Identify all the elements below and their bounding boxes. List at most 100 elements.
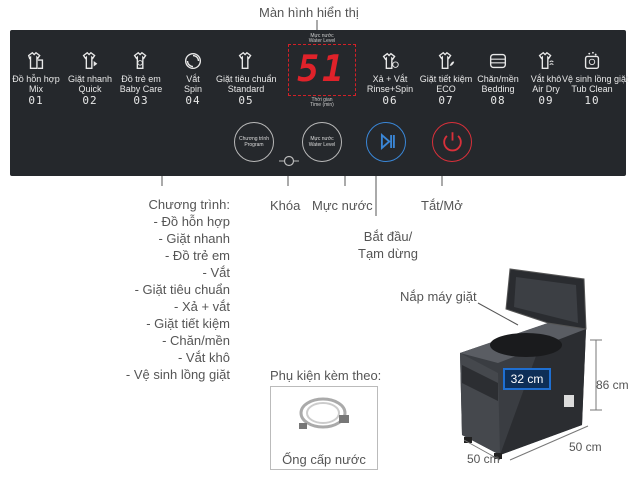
water-button-label-en: Water Level [308,142,336,148]
spin-icon [184,52,202,70]
program-list-item: - Giặt tiết kiệm [146,316,230,331]
program-button[interactable]: Chương trình Program [234,122,274,162]
program-label-en: Quick [78,84,102,94]
water-level-callout-label: Mực nước [312,198,373,213]
display-top-vi: Mực nước [310,33,334,39]
program-label-en: Spin [183,84,202,94]
program-03[interactable]: Đồ trẻ em Baby Care 03 [111,50,171,107]
program-number: 10 [584,94,600,107]
program-06[interactable]: Xả + Vắt Rinse+Spin 06 [360,50,420,107]
tub-clean-icon [584,51,600,70]
tub-diameter-badge: 32 cm [503,368,551,390]
program-02[interactable]: Giặt nhanh Quick 02 [60,50,120,107]
program-label-en: Air Dry [532,84,560,94]
program-button-label-vi: Chương trình [239,136,269,142]
display-bottom-en: Time (min) [310,102,334,108]
depth-dimension: 50 cm [467,452,500,466]
program-01[interactable]: Đồ hỗn hợp Mix 01 [6,50,66,107]
rinse-spin-icon [382,52,399,70]
program-number: 07 [438,94,454,107]
accessories-label: Phụ kiện kèm theo: [270,368,382,383]
program-label-vi: Đồ trẻ em [121,74,161,84]
program-label-en: Rinse+Spin [366,84,414,94]
program-08[interactable]: Chăn/mền Bedding 08 [468,50,528,107]
power-icon [442,132,462,152]
program-list-item: - Xả + vắt [174,299,230,314]
program-label-en: ECO [436,84,456,94]
program-05[interactable]: Giặt tiêu chuẩn Standard 05 [216,50,277,107]
program-label-vi: Giặt nhanh [67,74,113,84]
program-number: 02 [82,94,98,107]
start-pause-callout-label: Bắt đầu/ Tạm dừng [358,228,418,262]
program-list-item: - Vắt khô [177,350,230,365]
eco-icon [438,51,455,70]
quick-wash-icon [82,51,98,70]
program-label-vi: Chăn/mền [477,74,519,84]
program-label-vi: Giặt tiêu chuẩn [216,74,277,84]
program-10[interactable]: Vệ sinh lồng giặt Tub Clean 10 [562,50,629,107]
program-list-item: - Vệ sinh lồng giặt [125,367,230,382]
power-button[interactable] [432,122,472,162]
width-dimension: 50 cm [569,440,602,454]
program-number: 04 [185,94,201,107]
start-pause-label-line2: Tạm dừng [358,246,419,261]
program-number: 08 [490,94,506,107]
program-label-vi: Vệ sinh lồng giặt [562,74,629,84]
program-label-vi: Xả + Vắt [372,74,408,84]
program-number: 05 [238,94,254,107]
program-list-item: - Đồ trẻ em [164,248,230,263]
hose-label: Ống cấp nước [282,452,366,467]
lock-callout-label: Khóa [270,198,301,213]
program-04[interactable]: Vắt Spin 04 [163,50,223,107]
program-list-item: - Giặt tiêu chuẩn [134,282,230,297]
program-label-en: Baby Care [119,84,163,94]
program-label-en: Tub Clean [571,84,613,94]
display-bottom-vi: Thời gian [311,97,333,103]
standard-wash-icon [238,51,252,70]
program-number: 03 [133,94,149,107]
display-top-label: Mực nước Water Level [292,34,352,44]
display-frame [288,44,356,96]
accessory-box: Ống cấp nước [270,386,378,470]
start-pause-label-line1: Bắt đầu/ [363,229,413,244]
program-label-vi: Vắt [186,74,200,84]
control-panel: Đồ hỗn hợp Mix 01 Giặt nhanh Quick 02 Đồ… [10,30,629,176]
program-button-label-en: Program [244,142,264,148]
start-pause-button[interactable] [366,122,406,162]
lock-icon [279,155,299,167]
baby-care-icon [133,51,147,70]
program-number: 09 [538,94,554,107]
display-callout-label: Màn hình hiển thị [259,5,359,20]
air-dry-icon [538,51,554,70]
program-label-vi: Vắt khô [530,74,562,84]
display-digits: 51 [297,49,347,90]
play-pause-icon [380,132,395,151]
program-list: Chương trình: - Đồ hỗn hợp - Giặt nhanh … [60,196,230,383]
program-label-vi: Giặt tiết kiệm [419,74,473,84]
program-label-vi: Đồ hỗn hợp [12,74,60,84]
water-hose-icon [299,397,349,429]
program-list-item: - Đồ hỗn hợp [153,214,230,229]
bedding-icon [489,53,507,69]
program-09[interactable]: Vắt khô Air Dry 09 [516,50,576,107]
program-list-item: - Vắt [202,265,230,280]
program-list-item: - Chăn/mền [162,333,230,348]
power-callout-label: Tắt/Mở [421,198,463,213]
program-label-en: Bedding [481,84,515,94]
display-bottom-label: Thời gian Time (min) [292,98,352,108]
program-list-title: Chương trình: [148,197,230,212]
display-top-en: Water Level [308,38,336,44]
program-07[interactable]: Giặt tiết kiệm ECO 07 [416,50,476,107]
program-number: 06 [382,94,398,107]
program-number: 01 [28,94,44,107]
height-dimension: 86 cm [596,378,629,392]
water-level-button[interactable]: Mực nước Water Level [302,122,342,162]
program-label-en: Standard [227,84,265,94]
lid-callout-label: Nắp máy giặt [400,289,477,304]
water-button-label-vi: Mực nước [310,136,334,142]
program-list-item: - Giặt nhanh [158,231,230,246]
program-label-en: Mix [29,84,43,94]
shirt-mix-icon [27,51,44,70]
